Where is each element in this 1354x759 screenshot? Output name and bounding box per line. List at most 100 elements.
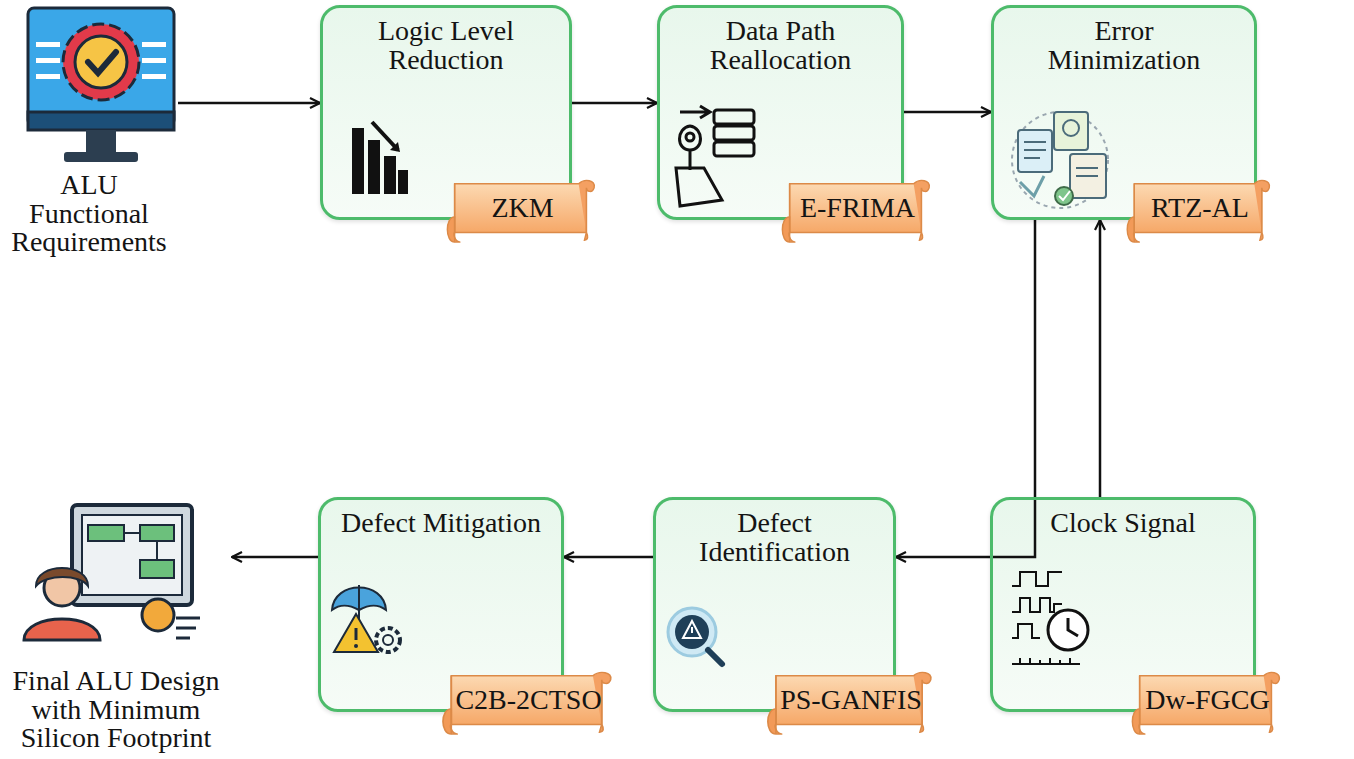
method-name: PS-GANFIS (766, 684, 932, 724)
illustration-part (142, 74, 166, 79)
error-icon (1012, 112, 1108, 208)
process-box: Data Path ReallocationE-FRIMA (657, 5, 904, 220)
computer-icon (28, 8, 174, 162)
illustration-part (124, 533, 157, 560)
illustration-part (383, 635, 393, 645)
scroll-tag: ZKM (443, 178, 598, 246)
scroll-body (455, 184, 587, 233)
process-box: Defect MitigationC2B-2CTSO (318, 497, 564, 712)
illustration-part (36, 74, 60, 79)
illustration-part (1012, 112, 1108, 208)
box-title: Defect Mitigation (341, 508, 541, 537)
scroll-curl (579, 180, 595, 240)
flow-arrow (896, 220, 1035, 557)
bar-chart-icon (352, 122, 408, 194)
illustration-part (1068, 618, 1078, 636)
illustration-part (36, 42, 60, 47)
illustration-part (675, 615, 709, 649)
flow-arrow (178, 102, 320, 105)
stage-label: ALU Functional Requirements (0, 171, 178, 257)
box-title: Logic Level Reduction (346, 16, 546, 75)
illustration-part (1063, 120, 1079, 136)
illustration-part (376, 628, 400, 652)
scroll-tag: PS-GANFIS (763, 670, 935, 738)
illustration-part (1012, 598, 1062, 612)
illustration-part (142, 42, 166, 47)
box-title: Error Minimization (1024, 16, 1224, 75)
illustration-part (714, 126, 754, 140)
icon-label: ALU Functional Requirements (0, 5, 178, 257)
illustration-part (36, 58, 60, 63)
method-name: E-FRIMA (786, 192, 925, 232)
illustration-part (708, 650, 722, 664)
illustration-part (142, 58, 166, 63)
scroll-tag: RTZ-AL (1123, 178, 1273, 246)
illustration-part (1059, 191, 1070, 200)
scroll-tag: Dw-FGCG (1128, 670, 1283, 738)
illustration-part (88, 52, 116, 73)
scroll-body (1134, 184, 1262, 233)
flow-arrow (564, 556, 653, 559)
illustration-part (1054, 112, 1088, 150)
illustration-part (140, 560, 174, 578)
scroll-curl (914, 180, 930, 240)
illustration-part (75, 36, 127, 88)
illustration-part (334, 614, 378, 652)
illustration-part (176, 618, 200, 638)
method-name: RTZ-AL (1137, 192, 1259, 232)
illustration-part (680, 126, 701, 150)
stage-label: Final ALU Design with Minimum Silicon Fo… (0, 667, 232, 753)
illustration-part (398, 170, 408, 194)
process-box: Logic Level ReductionZKM (320, 5, 572, 220)
illustration-part (36, 568, 88, 586)
illustration-part (64, 152, 138, 162)
illustration-part (1012, 658, 1080, 664)
illustration-part (1018, 130, 1052, 172)
scroll-edge (789, 184, 790, 242)
process-box: Defect IdentificationPS-GANFIS (653, 497, 896, 712)
illustration-part (368, 140, 380, 194)
illustration-part (352, 128, 364, 194)
illustration-part (28, 8, 174, 126)
flow-arrow (1099, 220, 1102, 497)
illustration-part (1012, 624, 1040, 638)
illustration-part (1020, 176, 1044, 196)
mitigation-icon (332, 585, 400, 652)
illustration-part (1048, 610, 1088, 650)
illustration-part (63, 24, 139, 100)
scroll-edge (454, 184, 455, 242)
magnifier-icon (668, 608, 722, 664)
box-title: Clock Signal (1003, 508, 1243, 537)
illustration-part (384, 156, 396, 194)
process-box: Clock SignalDw-FGCG (990, 497, 1256, 712)
illustration-part (354, 644, 358, 648)
box-title: Defect Identification (675, 508, 875, 567)
illustration-part (355, 628, 358, 640)
icon-label: Final ALU Design with Minimum Silicon Fo… (0, 495, 232, 753)
method-name: ZKM (477, 192, 563, 232)
scroll-edge (775, 676, 777, 734)
method-name: Dw-FGCG (1131, 684, 1279, 724)
illustration-part (1055, 187, 1073, 205)
designer-icon (24, 505, 200, 640)
scroll-tag: C2B-2CTSO (438, 670, 615, 738)
flow-arrow (572, 102, 657, 105)
data-path-icon (676, 106, 754, 206)
illustration-part (714, 142, 754, 156)
illustration-part (390, 142, 400, 152)
illustration-part (142, 599, 174, 631)
scroll-tag: E-FRIMA (778, 178, 933, 246)
flow-arrow (904, 111, 991, 114)
illustration-part (714, 110, 754, 124)
scroll-edge (450, 676, 452, 734)
illustration-part (683, 621, 701, 638)
scroll-curl (1254, 180, 1269, 240)
clock-wave-icon (1012, 572, 1088, 664)
illustration-part (140, 525, 174, 541)
illustration-part (691, 627, 693, 633)
illustration-part (686, 133, 694, 141)
illustration-part (1076, 168, 1098, 176)
illustration-part (1024, 142, 1046, 158)
